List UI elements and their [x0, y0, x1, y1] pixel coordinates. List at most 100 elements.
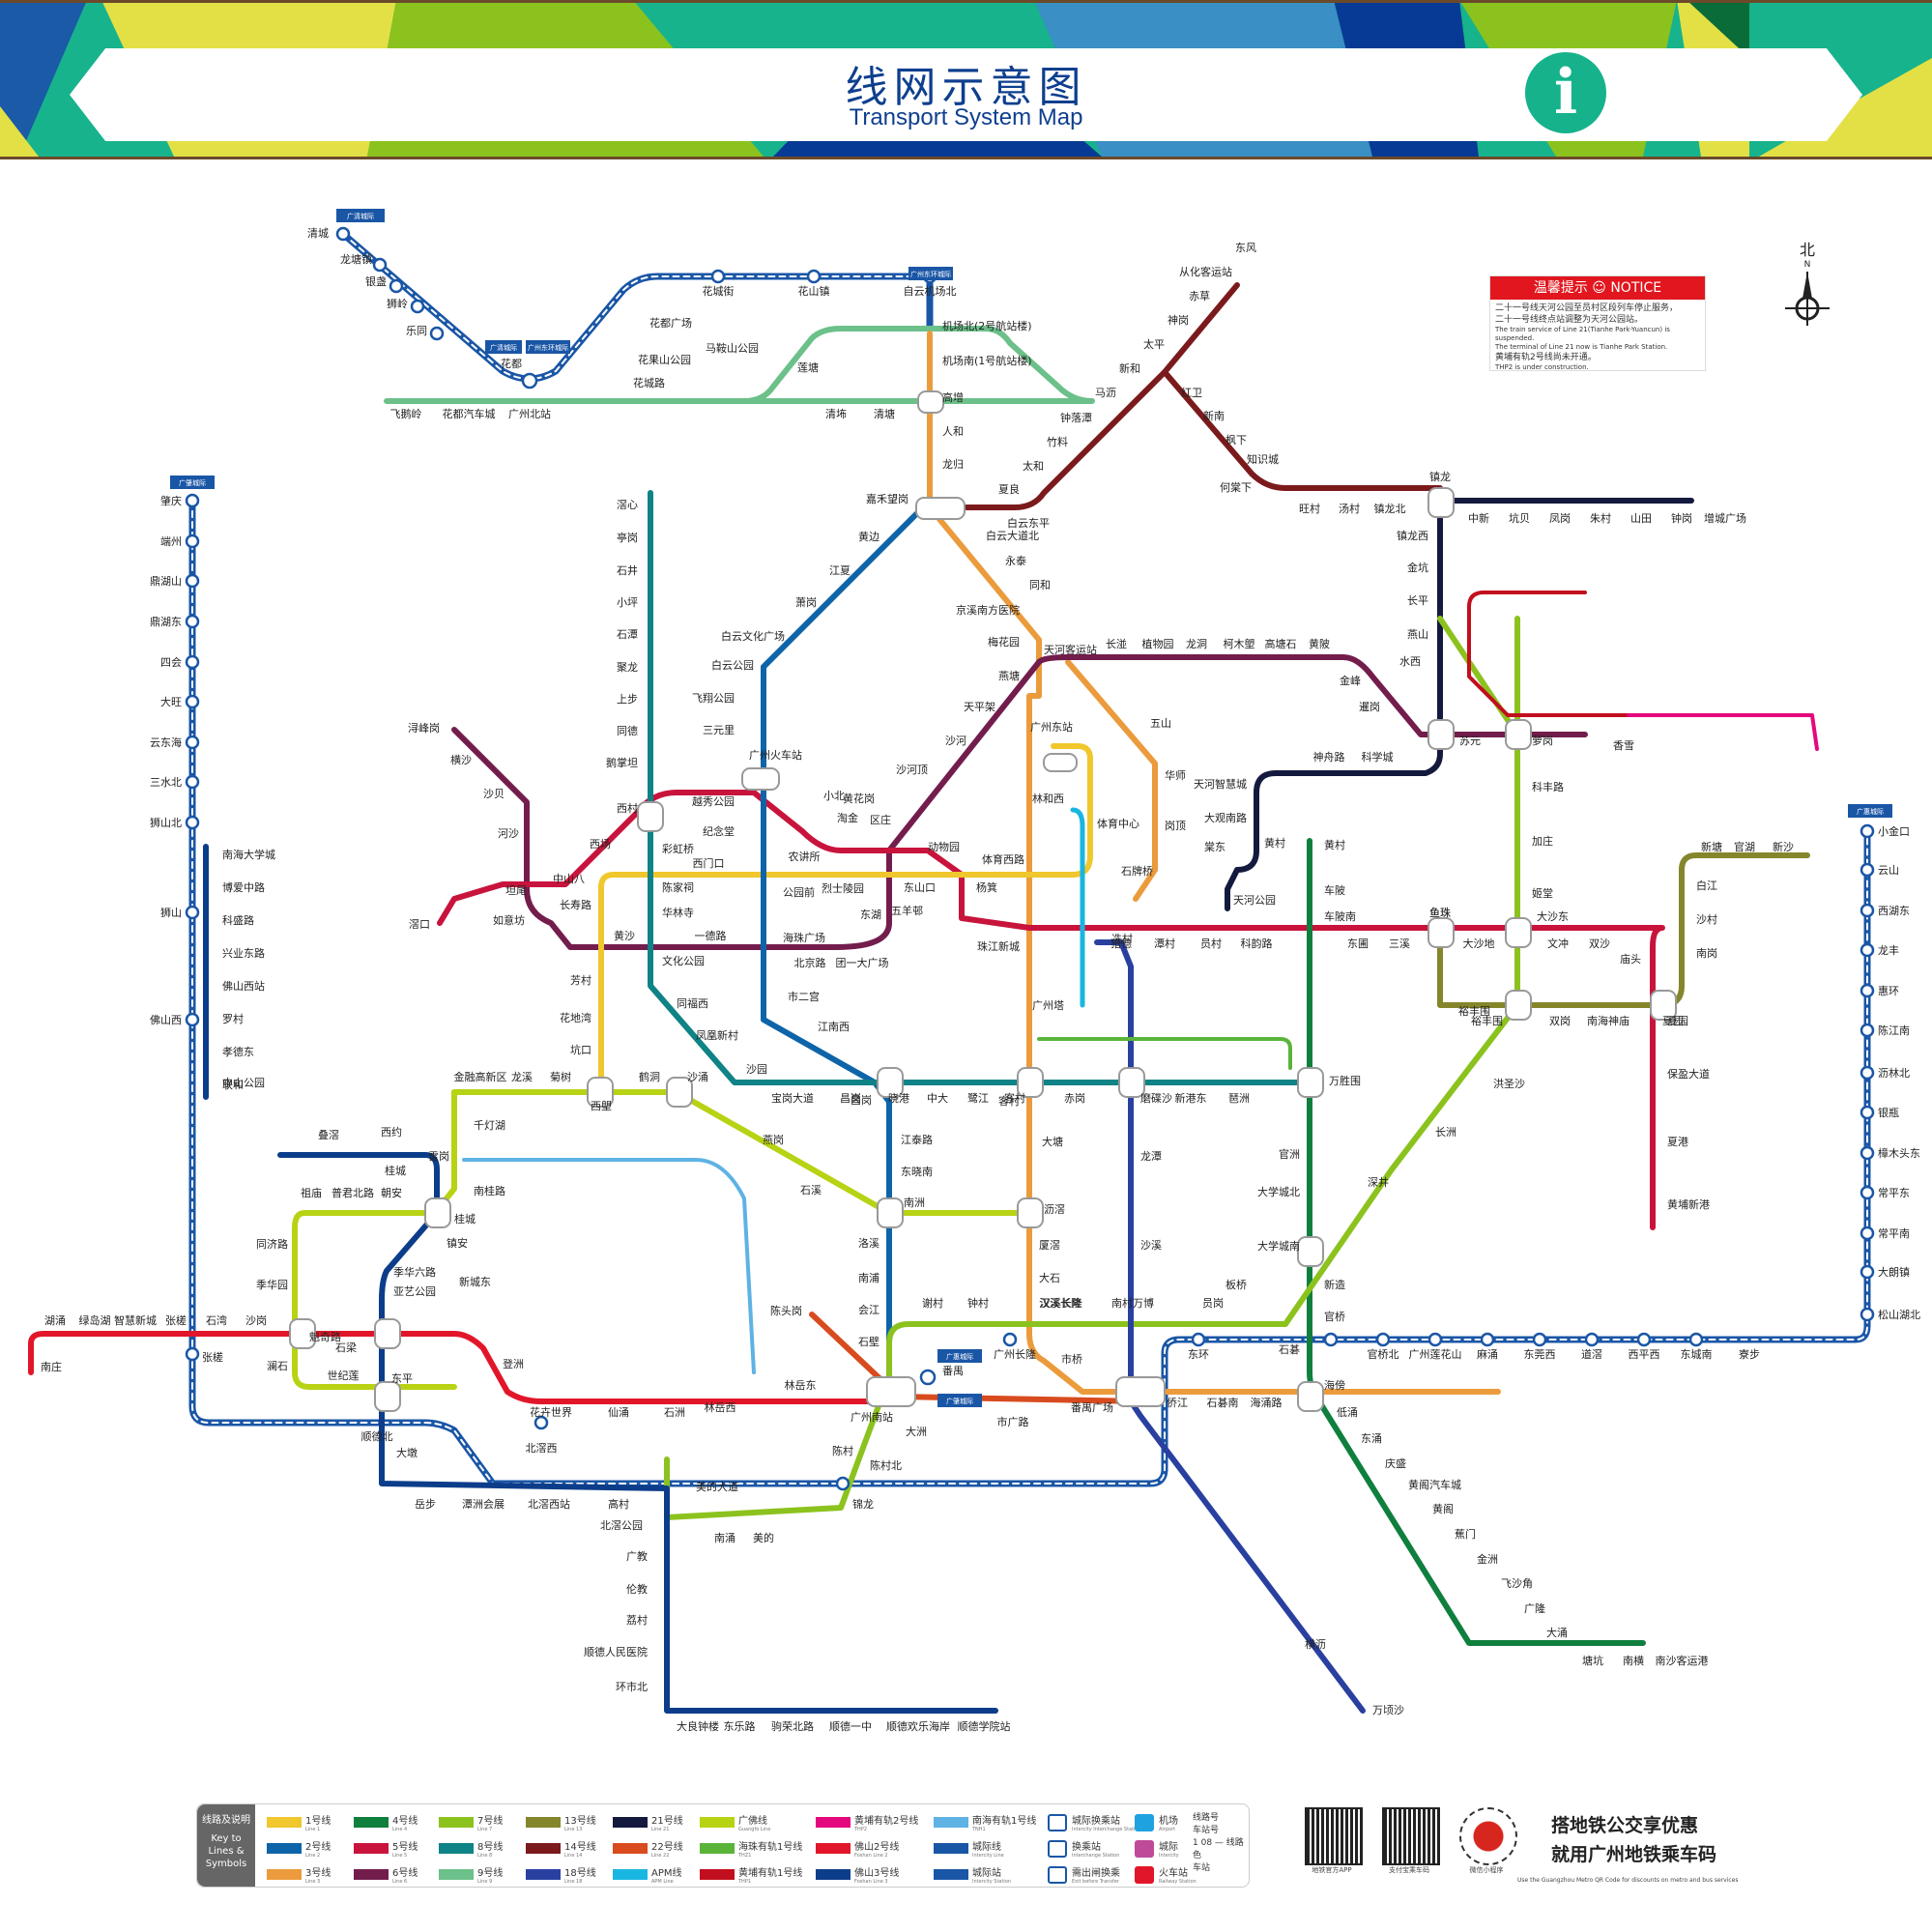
- station-label[interactable]: 科丰路: [1532, 780, 1564, 793]
- station-label[interactable]: 永泰: [1005, 554, 1026, 567]
- station-label[interactable]: 美的: [753, 1531, 774, 1544]
- station-label[interactable]: 枫下: [1226, 433, 1247, 447]
- station-label[interactable]: 长平: [1407, 594, 1428, 607]
- station-label[interactable]: 镇龙北: [1374, 502, 1406, 515]
- station-label[interactable]: 南洲: [904, 1197, 925, 1209]
- station-label[interactable]: 人和: [942, 425, 964, 438]
- station-label[interactable]: 樟木头东: [1878, 1146, 1920, 1160]
- station-label[interactable]: 长寿路: [560, 898, 591, 911]
- station-label[interactable]: 沙园: [746, 1063, 767, 1076]
- station-label[interactable]: 佛山西: [150, 1014, 182, 1026]
- station-label[interactable]: 高村: [608, 1497, 629, 1511]
- station-label[interactable]: 海傍: [1324, 1378, 1345, 1392]
- station-label[interactable]: 体育中心: [1097, 817, 1139, 830]
- station-label[interactable]: 镇龙: [1429, 470, 1451, 483]
- station-label[interactable]: 张槎: [202, 1350, 223, 1364]
- station-label[interactable]: 旺村: [1299, 502, 1320, 515]
- station-label[interactable]: 常平南: [1878, 1227, 1910, 1240]
- station-label[interactable]: 番禺广场: [1071, 1400, 1113, 1414]
- station-label[interactable]: 黄阁汽车城: [1408, 1478, 1461, 1491]
- station-label[interactable]: 南涌: [714, 1532, 735, 1544]
- station-label[interactable]: 坑口: [570, 1043, 591, 1056]
- station-label[interactable]: 夏良: [998, 482, 1020, 496]
- station-label[interactable]: 佛山西站: [222, 979, 265, 993]
- station-label[interactable]: 彩虹桥: [662, 843, 694, 855]
- station-label[interactable]: 嘉禾望岗: [866, 492, 908, 505]
- station-label[interactable]: 北滘西: [526, 1442, 558, 1455]
- station-label[interactable]: 从化客运站: [1179, 265, 1232, 278]
- station-label[interactable]: 琶洲: [1228, 1092, 1250, 1105]
- station-label[interactable]: 天平架: [964, 701, 995, 713]
- station-label[interactable]: 公园前: [783, 885, 815, 899]
- station-label[interactable]: 花果山公园: [638, 354, 691, 366]
- station-label[interactable]: 黄村: [1324, 838, 1345, 851]
- station-label[interactable]: 竹料: [1047, 435, 1068, 448]
- station-label[interactable]: 滘心: [617, 499, 638, 511]
- station-label[interactable]: 花卉世界: [530, 1406, 572, 1419]
- station-label[interactable]: 黄村: [1264, 836, 1285, 850]
- station-label[interactable]: 西场: [590, 837, 611, 851]
- station-label[interactable]: 市桥: [1061, 1352, 1082, 1366]
- station-label[interactable]: 长湴: [1106, 637, 1127, 650]
- station-label[interactable]: 横沙: [450, 753, 472, 766]
- station-label[interactable]: 鱼珠: [1429, 906, 1451, 919]
- station-label[interactable]: 会江: [858, 1304, 879, 1316]
- station-label[interactable]: 马沥: [1095, 387, 1116, 399]
- station-label[interactable]: 双岗: [1549, 1015, 1571, 1027]
- station-label[interactable]: 联和: [222, 1079, 244, 1091]
- station-label[interactable]: 登洲: [503, 1357, 524, 1370]
- station-label[interactable]: 绿岛湖: [79, 1313, 111, 1327]
- station-label[interactable]: 银瓶: [1878, 1106, 1899, 1119]
- station-label[interactable]: 东山口: [904, 881, 936, 894]
- station-label[interactable]: 冼村: [1111, 932, 1133, 945]
- station-label[interactable]: 沙贝: [483, 788, 505, 800]
- station-label[interactable]: 文化公园: [662, 954, 705, 967]
- station-label[interactable]: 万顷沙: [1372, 1704, 1404, 1716]
- station-label[interactable]: 植物园: [1142, 637, 1174, 650]
- station-label[interactable]: 凤凰新村: [696, 1028, 738, 1042]
- station-label[interactable]: 沙河: [945, 735, 966, 747]
- station-label[interactable]: 大观南路: [1204, 811, 1247, 824]
- station-label[interactable]: 鼎湖东: [150, 616, 182, 628]
- station-label[interactable]: 桂城: [454, 1212, 476, 1226]
- station-label[interactable]: 石溪: [800, 1184, 822, 1197]
- station-label[interactable]: 千灯湖: [474, 1119, 505, 1132]
- station-label[interactable]: 菊树: [550, 1070, 571, 1083]
- station-label[interactable]: 新港东: [1175, 1091, 1207, 1105]
- station-label[interactable]: 季华园: [256, 1278, 288, 1291]
- station-label[interactable]: 团一大广场: [836, 956, 889, 969]
- station-label[interactable]: 天河公园: [1233, 894, 1276, 907]
- station-label[interactable]: 农讲所: [789, 850, 821, 863]
- station-label[interactable]: 黄埔新港: [1667, 1197, 1710, 1211]
- station-label[interactable]: 驹荣北路: [771, 1719, 814, 1733]
- station-label[interactable]: 西村: [617, 801, 638, 815]
- station-label[interactable]: 大涌: [1546, 1626, 1568, 1639]
- station-label[interactable]: 高增: [942, 390, 964, 404]
- station-label[interactable]: 加庄: [1532, 834, 1553, 848]
- station-label[interactable]: 金坑: [1407, 561, 1428, 574]
- station-label[interactable]: 鹭江: [967, 1091, 989, 1105]
- station-label[interactable]: 龙溪: [511, 1071, 533, 1083]
- station-label[interactable]: 白云文化广场: [721, 629, 785, 643]
- station-label[interactable]: 神岗: [1168, 313, 1189, 327]
- station-label[interactable]: 石洲: [664, 1406, 685, 1419]
- station-label[interactable]: 汉溪长隆: [1039, 1296, 1081, 1310]
- station-label[interactable]: 花城街: [703, 284, 735, 298]
- station-label[interactable]: 北滘公园: [600, 1519, 643, 1532]
- station-label[interactable]: 汉溪长隆: [1040, 1296, 1082, 1310]
- station-label[interactable]: 南沙客运港: [1656, 1654, 1709, 1667]
- station-label[interactable]: 滘口: [409, 918, 430, 931]
- station-label[interactable]: 水西: [1399, 655, 1421, 668]
- station-label[interactable]: 罗村: [222, 1012, 244, 1025]
- station-label[interactable]: 陈村: [832, 1444, 853, 1457]
- station-label[interactable]: 万胜围: [1329, 1074, 1361, 1087]
- station-label[interactable]: 新和: [1119, 361, 1140, 375]
- station-label[interactable]: 叠滘: [318, 1129, 339, 1141]
- station-label[interactable]: 陈头岗: [770, 1304, 802, 1317]
- station-label[interactable]: 张槎: [165, 1313, 187, 1327]
- station-label[interactable]: 大学城南: [1257, 1239, 1300, 1253]
- station-label[interactable]: 黄花岗: [843, 792, 875, 805]
- station-label[interactable]: 保盈大道: [1667, 1067, 1710, 1081]
- station-label[interactable]: 环市北: [616, 1680, 648, 1693]
- station-label[interactable]: 黄陂: [1309, 637, 1330, 650]
